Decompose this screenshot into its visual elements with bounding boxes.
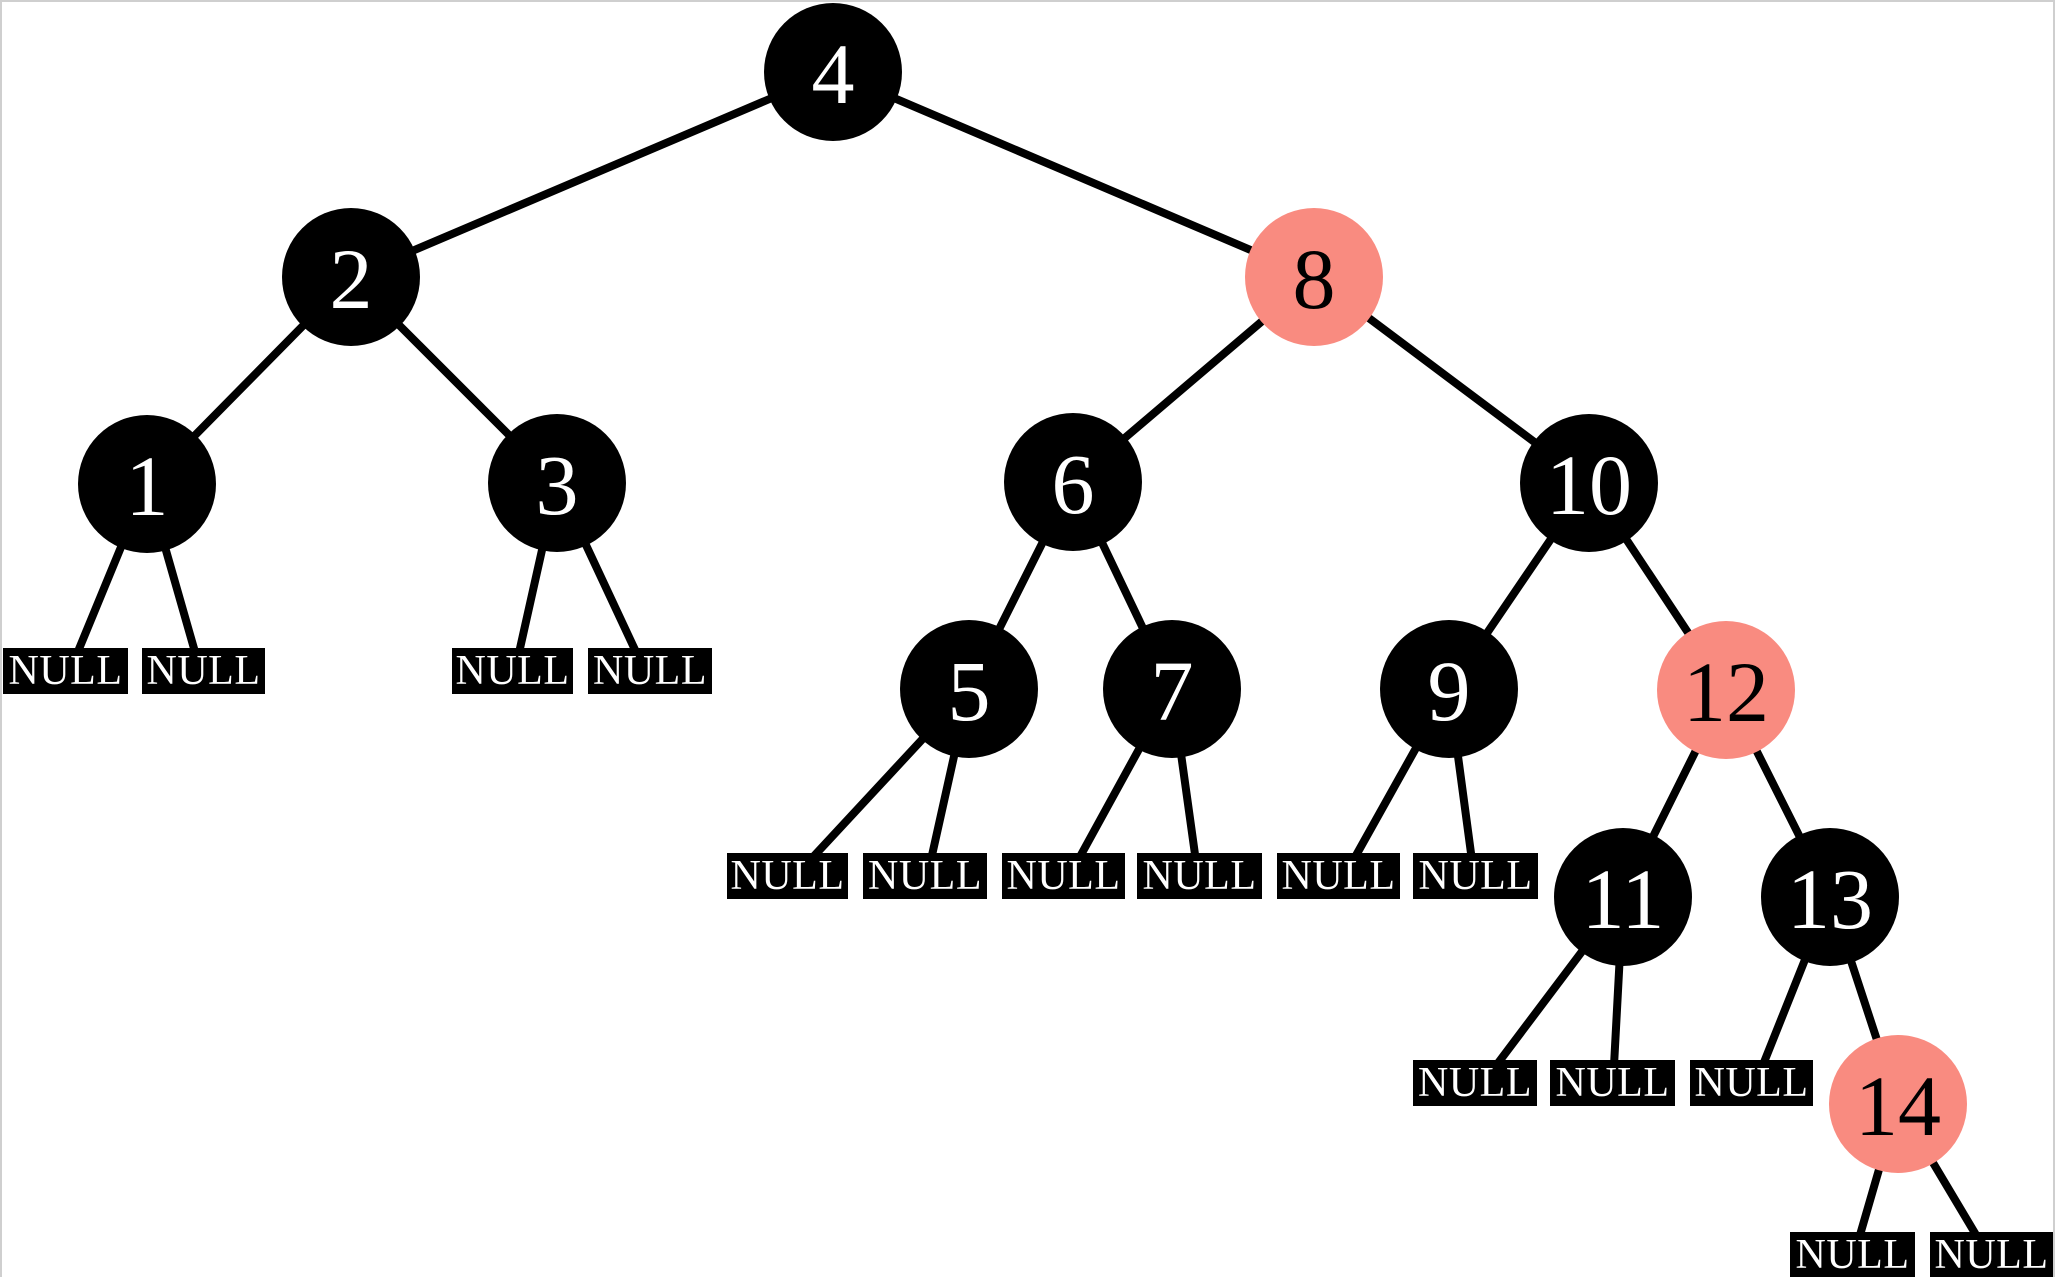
null-leaf: NULL bbox=[3, 648, 128, 694]
tree-node-4: 4 bbox=[764, 3, 902, 141]
tree-node-label: 8 bbox=[1292, 231, 1336, 327]
tree-node-7: 7 bbox=[1103, 620, 1241, 758]
tree-node-label: 4 bbox=[811, 26, 855, 122]
tree-node-6: 6 bbox=[1004, 413, 1142, 551]
null-leaf-label: NULL bbox=[1418, 1060, 1532, 1106]
null-leaf: NULL bbox=[1277, 853, 1400, 899]
tree-node-14: 14 bbox=[1829, 1035, 1967, 1173]
null-leaf-label: NULL bbox=[146, 648, 261, 694]
null-leaf-label: NULL bbox=[1694, 1060, 1809, 1106]
tree-node-13: 13 bbox=[1761, 828, 1899, 966]
null-leaf-label: NULL bbox=[1006, 853, 1121, 899]
tree-node-5: 5 bbox=[900, 620, 1038, 758]
null-leaf: NULL bbox=[1137, 853, 1262, 899]
tree-node-9: 9 bbox=[1380, 620, 1518, 758]
null-leaf: NULL bbox=[1930, 1232, 2053, 1277]
null-leaf: NULL bbox=[863, 853, 987, 899]
null-leaf: NULL bbox=[727, 853, 848, 899]
null-leaf-label: NULL bbox=[455, 648, 570, 694]
tree-node-8: 8 bbox=[1245, 208, 1383, 346]
null-leaf: NULL bbox=[1690, 1060, 1813, 1106]
null-leaf: NULL bbox=[1413, 853, 1538, 899]
tree-node-label: 9 bbox=[1427, 643, 1471, 739]
tree-node-label: 6 bbox=[1051, 436, 1095, 532]
tree-edge bbox=[829, 68, 1318, 281]
null-leaf-label: NULL bbox=[593, 648, 707, 694]
tree-node-label: 10 bbox=[1546, 437, 1632, 533]
null-leaf-label: NULL bbox=[1934, 1232, 2049, 1277]
null-leaf: NULL bbox=[1550, 1060, 1675, 1106]
tree-edge bbox=[347, 68, 837, 281]
null-leaf: NULL bbox=[142, 648, 265, 694]
tree-node-3: 3 bbox=[488, 414, 626, 552]
tree-node-12: 12 bbox=[1657, 621, 1795, 759]
null-leaf: NULL bbox=[1002, 853, 1125, 899]
tree-node-label: 12 bbox=[1683, 644, 1769, 740]
tree-node-label: 3 bbox=[535, 437, 579, 533]
null-leaf-label: NULL bbox=[1281, 853, 1396, 899]
tree-node-label: 7 bbox=[1150, 643, 1194, 739]
null-leaf-label: NULL bbox=[1555, 1060, 1670, 1106]
null-leaf-label: NULL bbox=[868, 853, 982, 899]
tree-node-10: 10 bbox=[1520, 414, 1658, 552]
tree-node-label: 5 bbox=[947, 643, 991, 739]
tree-node-2: 2 bbox=[282, 208, 420, 346]
tree-node-label: 2 bbox=[329, 231, 373, 327]
null-leaf-label: NULL bbox=[1418, 853, 1533, 899]
null-leaf: NULL bbox=[1790, 1232, 1915, 1277]
tree-node-label: 13 bbox=[1787, 851, 1873, 947]
null-leaf-label: NULL bbox=[1795, 1232, 1910, 1277]
null-leaf: NULL bbox=[452, 648, 573, 694]
tree-node-1: 1 bbox=[78, 415, 216, 553]
tree-node-label: 11 bbox=[1581, 851, 1665, 947]
tree-node-label: 1 bbox=[125, 438, 169, 534]
tree-node-label: 14 bbox=[1855, 1058, 1941, 1154]
null-leaf-label: NULL bbox=[1142, 853, 1257, 899]
tree-node-11: 11 bbox=[1554, 828, 1692, 966]
null-leaf: NULL bbox=[588, 648, 712, 694]
null-leaf-label: NULL bbox=[8, 648, 123, 694]
null-leaf: NULL bbox=[1413, 1060, 1537, 1106]
null-leaf-label: NULL bbox=[730, 853, 845, 899]
